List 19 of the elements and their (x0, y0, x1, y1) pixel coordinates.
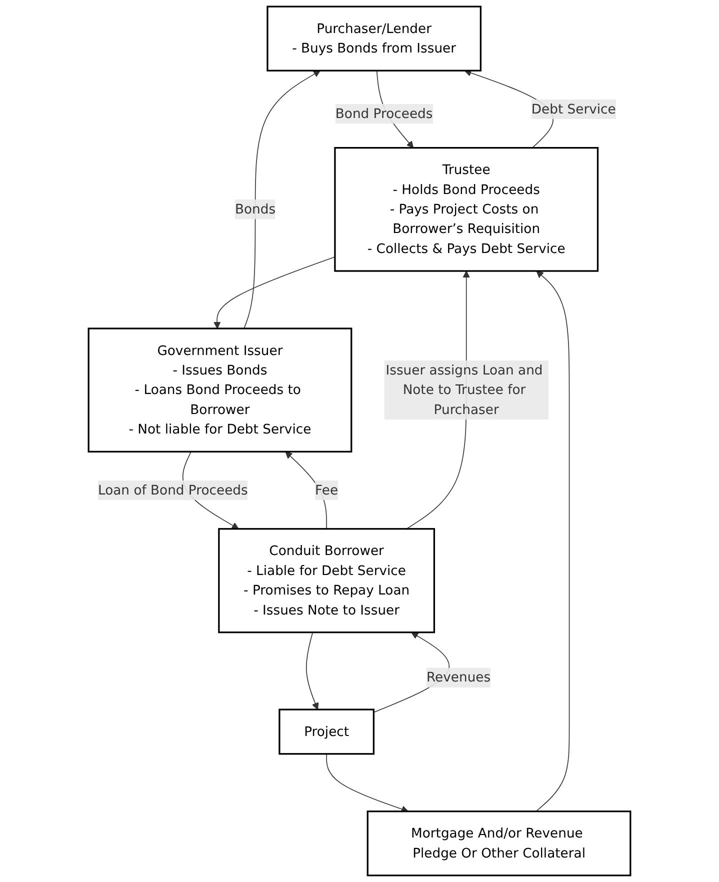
edge-label: Bonds (234, 201, 276, 217)
arrow (213, 256, 336, 329)
edge-label: Issuer assigns Loan and Note to Trustee for Purchaser (386, 362, 543, 418)
arrow (326, 753, 408, 813)
node-box: Government Issuer - Issues Bonds - Loans Bond Proceeds to Borrower - Not liable for Debt Service (88, 328, 352, 452)
edge-label: Bond Proceeds (335, 106, 433, 122)
arrow (244, 70, 321, 329)
node-box: Purchaser/Lender - Buys Bonds from Issuer (266, 6, 482, 72)
arrow (536, 270, 570, 812)
arrow (285, 451, 327, 530)
node-box: Mortgage And/or Revenue Pledge Or Other Collateral (366, 810, 632, 876)
node-box: Trustee - Holds Bond Proceeds - Pays Project Costs on Borrower’s Requisition - Collects & Pays Debt Service (334, 147, 599, 272)
arrow (306, 632, 319, 710)
edge-label: Loan of Bond Proceeds (98, 482, 248, 498)
edge-label: Debt Service (531, 101, 616, 117)
node-box: Project (278, 708, 374, 755)
edge-label: Revenues (426, 669, 491, 685)
edge-label: Fee (315, 482, 338, 498)
node-box: Conduit Borrower - Liable for Debt Service - Promises to Repay Loan - Issues Note to Issuer (218, 528, 436, 634)
